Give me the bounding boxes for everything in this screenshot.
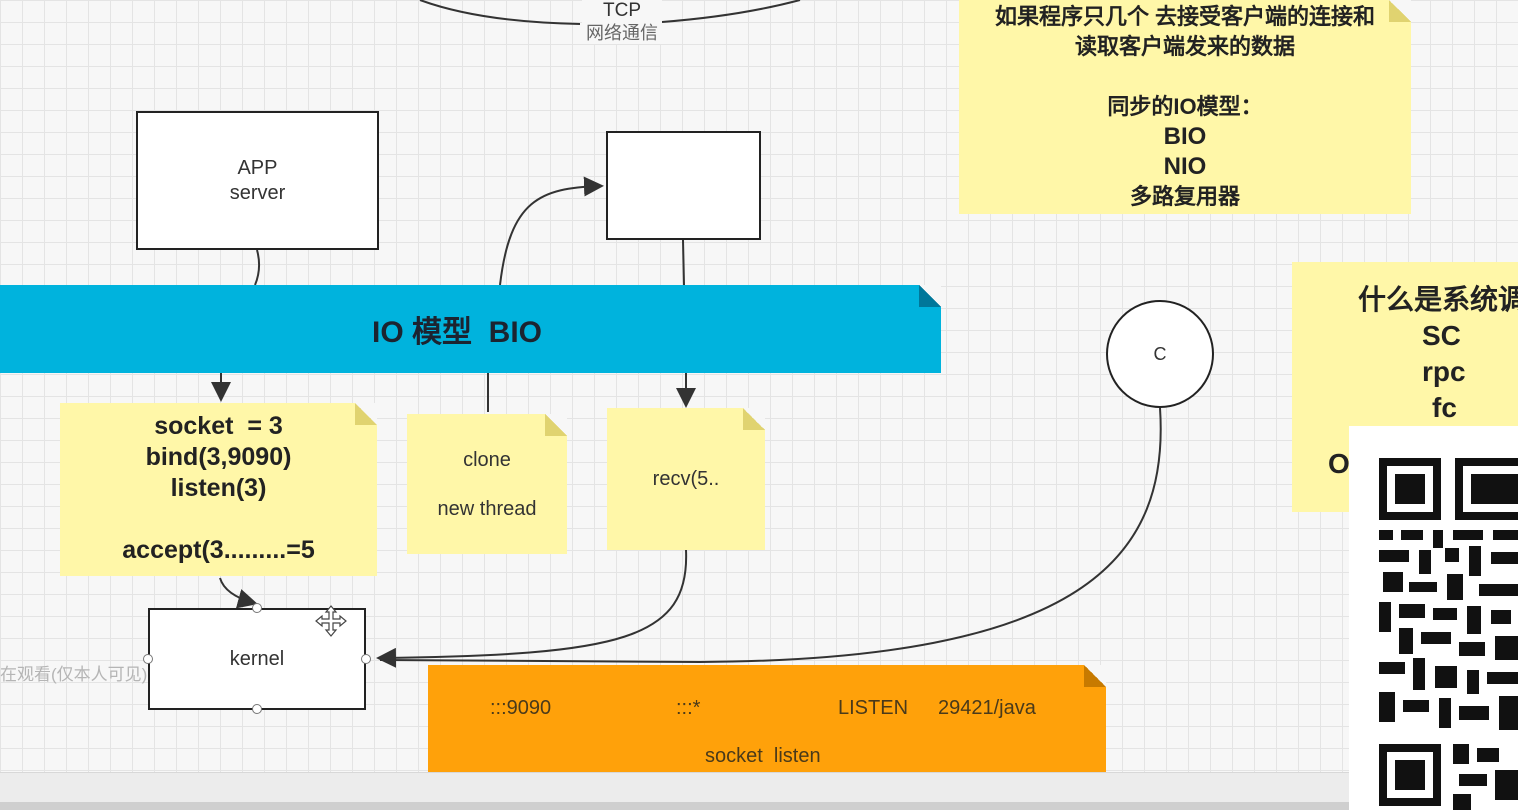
clone-line: clone xyxy=(463,449,511,471)
socket-note[interactable]: socket = 3 bind(3,9090) listen(3) accept… xyxy=(60,403,377,576)
accept-line: accept(3.........=5 xyxy=(122,536,315,564)
clone-note[interactable]: clone new thread xyxy=(407,414,567,554)
top-note-line1: 如果程序只几个 去接受客户端的连接和 xyxy=(994,4,1376,29)
listen-addr: :::9090 xyxy=(490,697,552,719)
clone-note-fold xyxy=(545,414,567,436)
top-note-line5: NIO xyxy=(1163,153,1207,180)
right-note-line3: rpc xyxy=(1422,356,1466,387)
server-label: server xyxy=(229,181,286,204)
move-cursor-icon xyxy=(314,604,348,638)
new-thread-line: new thread xyxy=(437,498,537,520)
banner-fold xyxy=(919,285,941,307)
right-note-line2: SC xyxy=(1422,320,1461,351)
watermark-text: 在观看(仅本人可见) xyxy=(0,665,148,684)
top-note-line3: 同步的IO模型： xyxy=(1107,94,1263,119)
kernel-handle-top[interactable] xyxy=(252,603,262,613)
client-circle[interactable]: C xyxy=(1106,300,1214,408)
recv-note-fold xyxy=(743,408,765,430)
circle-to-kernel-curve xyxy=(379,407,1162,664)
recv-to-kernel-curve xyxy=(376,549,688,668)
tcp-subtitle: 网络通信 xyxy=(586,23,658,43)
kernel-handle-bottom[interactable] xyxy=(252,704,262,714)
socket-line: socket = 3 xyxy=(154,412,283,440)
recv-note[interactable]: recv(5.. xyxy=(607,408,765,550)
thread-box[interactable] xyxy=(606,131,761,240)
listen-note-fold xyxy=(1084,665,1106,687)
listen-caption: socket listen xyxy=(705,745,821,767)
app-connector xyxy=(254,249,261,286)
qr-code[interactable] xyxy=(1349,426,1518,810)
listen-pid: 29421/java xyxy=(938,697,1036,719)
listen-state: LISTEN xyxy=(838,697,909,719)
app-server-box[interactable]: APP server xyxy=(136,111,379,250)
tcp-label: TCP 网络通信 xyxy=(582,0,662,44)
io-model-banner[interactable]: IO 模型 BIO xyxy=(0,285,941,373)
socket-to-kernel-arrow xyxy=(219,577,258,609)
top-note[interactable]: 如果程序只几个 去接受客户端的连接和 读取客户端发来的数据 同步的IO模型： B… xyxy=(959,0,1411,214)
top-note-line4: BIO xyxy=(1163,123,1207,150)
right-note-line4: fc xyxy=(1432,392,1457,423)
listen-line: listen(3) xyxy=(170,474,267,502)
kernel-label: kernel xyxy=(229,647,285,670)
recv-line: recv(5.. xyxy=(652,468,720,490)
top-note-fold xyxy=(1389,0,1411,22)
listen-peer: :::* xyxy=(676,697,701,719)
tcp-arc-right xyxy=(661,0,801,23)
circle-label: C xyxy=(1153,343,1167,364)
bind-line: bind(3,9090) xyxy=(145,443,292,471)
kernel-handle-right[interactable] xyxy=(361,654,371,664)
clone-to-thread-arrow xyxy=(487,186,600,412)
tcp-arc xyxy=(419,0,581,25)
horizontal-scrollbar[interactable] xyxy=(0,802,1349,810)
kernel-handle-left[interactable] xyxy=(143,654,153,664)
thread-connector xyxy=(682,239,685,286)
top-note-line6: 多路复用器 xyxy=(1129,184,1240,209)
qr-code-icon xyxy=(1349,426,1518,810)
tcp-title: TCP xyxy=(603,0,641,21)
top-note-line2: 读取客户端发来的数据 xyxy=(1074,34,1295,59)
app-label: APP xyxy=(237,156,278,179)
right-note-line5: O xyxy=(1328,448,1350,479)
right-note-line1: 什么是系统调 xyxy=(1358,284,1518,315)
socket-note-fold xyxy=(355,403,377,425)
banner-title: IO 模型 BIO xyxy=(372,316,543,349)
